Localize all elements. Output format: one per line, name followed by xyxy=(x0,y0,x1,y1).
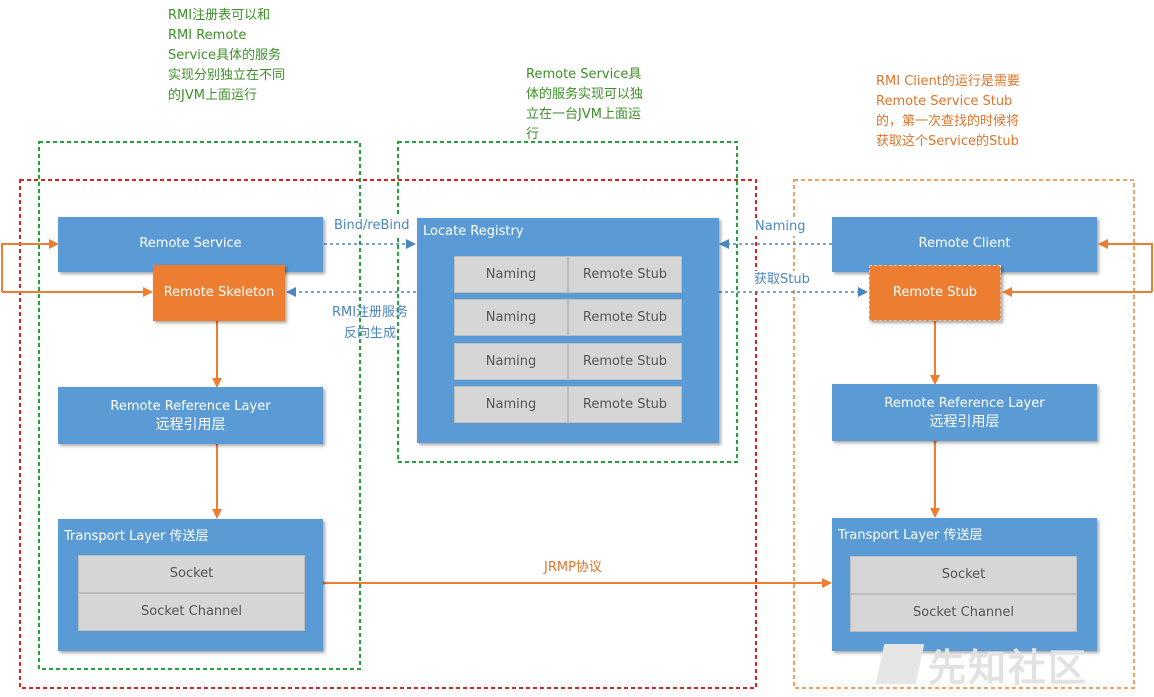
jrmp-label: JRMP协议 xyxy=(544,560,602,575)
locate-registry-box: Locate Registry Naming Remote Stub Namin… xyxy=(417,218,719,443)
registry-naming-label: Naming xyxy=(485,266,537,282)
server-note: RMI注册表可以和RMI Remote Service具体的服务实现分别独立在不… xyxy=(168,8,286,103)
remote-service-box: Remote Service xyxy=(58,217,323,272)
server-jvm-region xyxy=(38,141,361,670)
server-ref-layer-label: Remote Reference Layer xyxy=(110,398,271,414)
rmi-register-label-2: 反向生成 xyxy=(343,326,396,341)
client-ref-layer-box: Remote Reference Layer 远程引用层 xyxy=(832,384,1097,441)
client-host-region xyxy=(793,179,1135,689)
get-stub-label: 获取Stub xyxy=(754,271,810,289)
remote-service-label: Remote Service xyxy=(139,235,242,251)
locate-registry-title: Locate Registry xyxy=(423,224,524,239)
naming-label: Naming xyxy=(755,218,806,236)
client-socket-label: Socket xyxy=(941,567,986,582)
server-ref-layer-box: Remote Reference Layer 远程引用层 xyxy=(58,387,323,444)
bind-label: Bind/reBind xyxy=(334,217,410,235)
client-ref-layer-label: Remote Reference Layer xyxy=(884,395,1045,411)
rmi-register-label-1: RMI注册服务 xyxy=(331,305,409,320)
client-socket: Socket xyxy=(850,556,1077,594)
server-socket-channel-label: Socket Channel xyxy=(140,604,243,619)
left-loop-arrow-top xyxy=(1,239,59,292)
registry-stub-label: Remote Stub xyxy=(582,396,668,412)
right-loop-arrow-top xyxy=(1098,239,1153,292)
server-host-region xyxy=(19,179,757,689)
client-note: RMI Client的运行是需要Remote Service Stub的，第一次… xyxy=(876,74,1020,149)
registry-naming-1: Naming xyxy=(454,299,568,336)
server-transport-title: Transport Layer 传送层 xyxy=(64,529,209,544)
remote-client-label: Remote Client xyxy=(918,235,1011,251)
registry-stub-3: Remote Stub xyxy=(568,386,682,423)
watermark-text: 先知社区 xyxy=(928,645,1089,690)
server-socket-channel: Socket Channel xyxy=(78,593,305,631)
watermark-logo-icon xyxy=(875,644,925,684)
registry-naming-0: Naming xyxy=(454,256,568,293)
registry-stub-label: Remote Stub xyxy=(582,353,668,369)
watermark: 先知社区 xyxy=(875,636,1140,692)
remote-skeleton-box: Remote Skeleton xyxy=(153,265,285,321)
registry-stub-2: Remote Stub xyxy=(568,343,682,380)
registry-stub-label: Remote Stub xyxy=(582,309,668,325)
remote-skeleton-label: Remote Skeleton xyxy=(163,285,275,300)
server-transport-box: Transport Layer 传送层 Socket Socket Channe… xyxy=(58,519,323,651)
registry-stub-1: Remote Stub xyxy=(568,299,682,336)
registry-stub-label: Remote Stub xyxy=(582,266,668,282)
client-transport-title: Transport Layer 传送层 xyxy=(838,528,983,543)
client-ref-layer-cn: 远程引用层 xyxy=(929,413,1000,430)
registry-naming-label: Naming xyxy=(485,353,537,369)
server-socket: Socket xyxy=(78,555,305,593)
client-remote-stub-label: Remote Stub xyxy=(892,285,978,300)
registry-naming-label: Naming xyxy=(485,396,537,412)
client-socket-channel-label: Socket Channel xyxy=(912,605,1015,620)
registry-naming-2: Naming xyxy=(454,343,568,380)
registry-note: Remote Service具体的服务实现可以独立在一台JVM上面运行 xyxy=(526,67,644,142)
server-ref-layer-cn: 远程引用层 xyxy=(155,416,226,433)
registry-naming-3: Naming xyxy=(454,386,568,423)
client-remote-stub-box: Remote Stub xyxy=(869,265,1001,321)
remote-client-box: Remote Client xyxy=(832,217,1097,272)
client-socket-channel: Socket Channel xyxy=(850,594,1077,632)
registry-jvm-region xyxy=(397,141,738,463)
client-transport-box: Transport Layer 传送层 Socket Socket Channe… xyxy=(832,518,1097,651)
server-socket-label: Socket xyxy=(169,566,214,581)
registry-naming-label: Naming xyxy=(485,309,537,325)
registry-stub-0: Remote Stub xyxy=(568,256,682,293)
